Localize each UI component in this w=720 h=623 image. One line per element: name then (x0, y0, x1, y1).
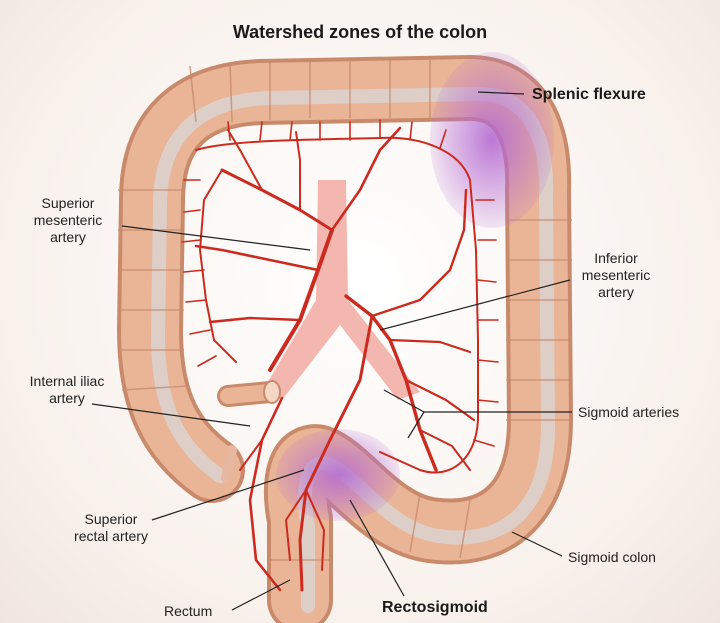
label-superior-mesenteric-artery: Superior mesenteric artery (33, 195, 103, 245)
label-sigmoid-arteries: Sigmoid arteries (578, 404, 680, 420)
leader-splenic-flexure (477, 91, 525, 95)
arterial-network (181, 119, 499, 592)
leader-sigmoid-colon (511, 531, 563, 557)
aorta (262, 180, 420, 400)
leader-internal-iliac-artery (91, 403, 251, 427)
leader-superior-mesenteric-artery (121, 225, 311, 251)
watershed-zone-splenic-flexure (430, 52, 554, 228)
diagram-title: Watershed zones of the colon (232, 22, 488, 42)
label-rectum: Rectum (164, 603, 213, 619)
label-inferior-mesenteric-artery: Inferior mesenteric artery (581, 250, 651, 300)
label-superior-rectal-artery: Superior rectal artery (74, 511, 148, 544)
label-internal-iliac-artery: Internal iliac artery (29, 373, 105, 406)
watershed-zone-rectosigmoid (276, 429, 400, 521)
leader-rectosigmoid (349, 499, 405, 597)
leader-inferior-mesenteric-artery (379, 279, 571, 331)
leader-rectum (231, 579, 291, 611)
label-sigmoid-colon: Sigmoid colon (568, 549, 656, 565)
leader-superior-rectal-artery (151, 469, 305, 521)
label-rectosigmoid: Rectosigmoid (382, 599, 488, 616)
terminal-ileum (217, 380, 281, 483)
label-splenic-flexure: Splenic flexure (532, 86, 646, 103)
leader-lines (91, 91, 572, 611)
